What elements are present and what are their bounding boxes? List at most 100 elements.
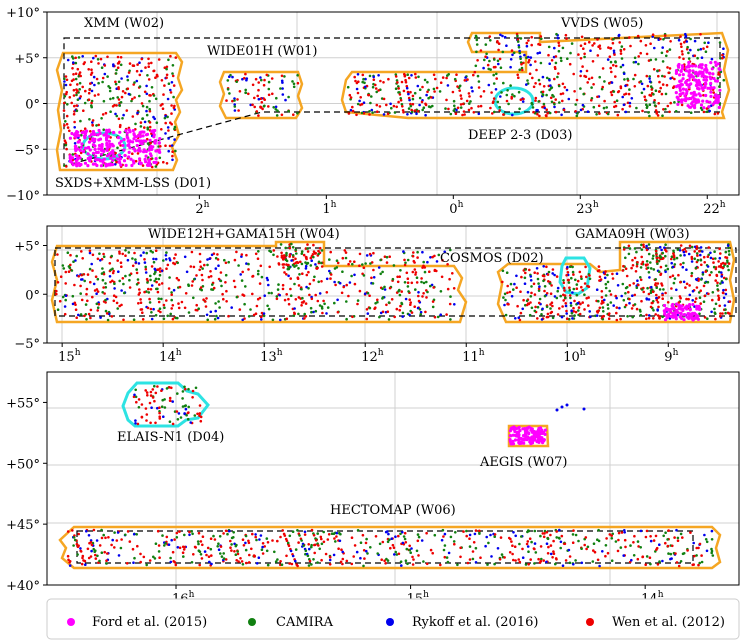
cluster-point	[169, 121, 172, 124]
cluster-point	[572, 529, 575, 532]
cluster-point	[619, 317, 622, 321]
cluster-point-ford	[88, 155, 92, 159]
cluster-point	[87, 91, 91, 95]
cluster-point	[147, 62, 151, 65]
cluster-point	[501, 280, 504, 284]
cluster-point	[235, 295, 239, 299]
cluster-point	[538, 82, 542, 86]
cluster-point	[489, 39, 492, 42]
cluster-point-ford	[142, 148, 146, 152]
cluster-point	[724, 308, 727, 311]
cluster-point	[101, 278, 105, 282]
cluster-point	[139, 560, 142, 564]
cluster-point-ford	[693, 106, 697, 110]
cluster-point	[176, 392, 179, 395]
cluster-point	[558, 537, 561, 540]
cluster-point	[573, 299, 576, 303]
cluster-point	[341, 270, 344, 274]
cluster-point	[535, 68, 538, 72]
cluster-point	[642, 290, 645, 294]
cluster-point	[296, 74, 299, 77]
cluster-point	[160, 389, 163, 393]
cluster-point	[537, 78, 541, 82]
cluster-point	[627, 290, 630, 294]
cluster-point	[344, 251, 348, 254]
cluster-point	[650, 88, 654, 91]
cluster-point	[501, 34, 504, 38]
cluster-point	[429, 105, 432, 109]
cluster-point	[667, 71, 670, 75]
cluster-point	[203, 550, 207, 553]
cluster-point	[399, 560, 403, 563]
cluster-point	[260, 318, 263, 321]
field-label-cosmos: COSMOS (D02)	[440, 251, 544, 266]
cluster-point	[126, 87, 130, 90]
cluster-point	[449, 318, 452, 321]
cluster-point	[288, 534, 292, 538]
cluster-point	[647, 111, 650, 114]
cluster-point	[622, 103, 626, 107]
cluster-point	[472, 111, 476, 114]
cluster-point	[421, 85, 424, 89]
deep-field-d04	[121, 381, 210, 428]
cluster-point	[127, 92, 131, 96]
cluster-point	[449, 295, 452, 298]
cluster-point	[74, 308, 78, 312]
cluster-point	[724, 250, 728, 254]
cluster-point	[154, 249, 158, 252]
cluster-point	[88, 88, 91, 92]
cluster-point	[407, 290, 410, 293]
cluster-point	[133, 251, 136, 255]
cluster-point	[251, 532, 254, 536]
cluster-point	[727, 249, 731, 253]
cluster-point	[628, 36, 631, 39]
cluster-point	[191, 389, 195, 393]
cluster-point	[639, 529, 643, 533]
cluster-point	[664, 531, 667, 534]
cluster-point	[395, 307, 399, 311]
cluster-point	[718, 247, 721, 250]
cluster-point	[431, 255, 434, 259]
legend-label-camira: CAMIRA	[276, 615, 334, 630]
cluster-point	[630, 307, 634, 310]
cluster-point	[663, 34, 667, 37]
cluster-point	[477, 86, 481, 89]
cluster-point	[165, 267, 168, 271]
cluster-point	[421, 250, 424, 254]
cluster-point	[541, 75, 545, 79]
cluster-point	[533, 542, 537, 545]
cluster-point	[279, 535, 282, 539]
cluster-point	[276, 288, 280, 291]
cluster-point	[217, 542, 220, 545]
cluster-point-ford	[141, 134, 145, 138]
cluster-point	[116, 96, 119, 99]
cluster-point	[350, 274, 353, 278]
cluster-point	[581, 65, 584, 68]
cluster-point	[655, 256, 659, 260]
cluster-point	[395, 79, 399, 82]
cluster-point	[690, 271, 694, 275]
cluster-point-ford	[717, 67, 721, 71]
cluster-point	[70, 269, 74, 272]
cluster-point	[684, 32, 687, 36]
cluster-point	[206, 546, 210, 550]
cluster-point	[424, 113, 427, 117]
cluster-point	[569, 51, 572, 55]
cluster-point	[616, 113, 620, 117]
cluster-point	[677, 273, 680, 277]
cluster-point	[441, 259, 444, 262]
cluster-point	[536, 305, 540, 309]
x-tick-label: 0h	[449, 200, 463, 217]
cluster-point	[101, 80, 104, 84]
cluster-point	[115, 104, 118, 107]
cluster-point	[477, 105, 480, 108]
cluster-point-rykoff	[555, 408, 559, 412]
cluster-point	[647, 252, 651, 256]
cluster-point	[443, 250, 447, 254]
cluster-point	[405, 86, 409, 90]
cluster-point-ford	[146, 161, 151, 165]
cluster-point	[109, 268, 112, 272]
cluster-point-ford	[708, 100, 712, 104]
cluster-point	[526, 545, 530, 548]
